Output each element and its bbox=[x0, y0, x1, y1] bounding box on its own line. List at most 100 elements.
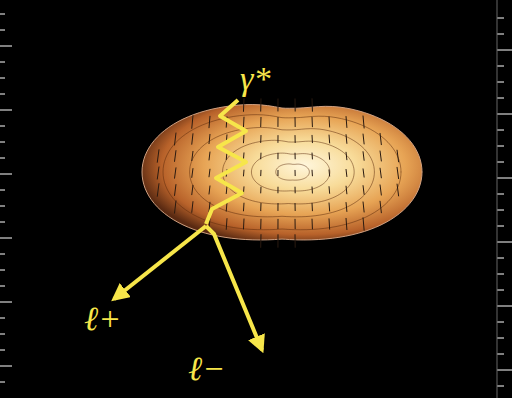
flow-vector bbox=[295, 203, 296, 211]
flow-vector bbox=[209, 134, 210, 144]
contour-line bbox=[163, 115, 401, 230]
tick-mark bbox=[497, 82, 504, 83]
flow-vector bbox=[243, 170, 245, 177]
flow-vector bbox=[380, 151, 381, 162]
flow-vector bbox=[397, 167, 399, 179]
flow-vector bbox=[346, 186, 348, 194]
virtual-photon bbox=[206, 100, 246, 224]
lepton-label: ℓ+ bbox=[84, 302, 121, 336]
tick-mark bbox=[497, 210, 504, 211]
flow-vector bbox=[174, 133, 176, 146]
tick-mark bbox=[497, 18, 504, 19]
tick-mark bbox=[0, 366, 12, 367]
flow-vector bbox=[329, 186, 331, 194]
lepton-arrow bbox=[206, 226, 262, 350]
tick-mark bbox=[0, 78, 5, 79]
flow-vector bbox=[346, 218, 348, 230]
tick-mark bbox=[497, 258, 504, 259]
flow-vector bbox=[380, 133, 381, 145]
tick-mark bbox=[497, 130, 504, 131]
fireball-body bbox=[142, 105, 422, 240]
tick-mark bbox=[497, 226, 504, 227]
flow-vector bbox=[277, 187, 278, 194]
flow-vector bbox=[312, 219, 313, 230]
tick-mark bbox=[0, 62, 5, 63]
flow-vector bbox=[329, 169, 331, 176]
flow-vector bbox=[260, 203, 261, 211]
flow-vector bbox=[312, 135, 313, 143]
tick-mark bbox=[497, 354, 504, 355]
tick-mark bbox=[497, 306, 512, 307]
flow-vector bbox=[363, 116, 364, 129]
flow-vector bbox=[312, 187, 313, 194]
flow-vector bbox=[209, 116, 210, 128]
flow-vector bbox=[363, 217, 364, 230]
flow-vector bbox=[209, 186, 210, 195]
flow-vector bbox=[277, 219, 278, 229]
flow-vector bbox=[363, 151, 364, 160]
flow-vector bbox=[192, 185, 193, 195]
tick-mark bbox=[0, 238, 12, 239]
flow-vector bbox=[209, 169, 210, 177]
flow-vector bbox=[346, 116, 348, 128]
tick-mark bbox=[0, 270, 5, 271]
lepton-arrow bbox=[114, 226, 206, 299]
tick-mark bbox=[497, 338, 504, 339]
tick-mark bbox=[0, 46, 12, 47]
tick-mark bbox=[0, 174, 12, 175]
flow-vector bbox=[397, 184, 399, 197]
tick-mark bbox=[0, 382, 5, 383]
flow-vector bbox=[260, 219, 261, 229]
flow-vector bbox=[260, 187, 261, 194]
tick-mark bbox=[0, 318, 5, 319]
flow-vector bbox=[329, 117, 331, 128]
tick-mark bbox=[0, 334, 5, 335]
flow-vector bbox=[157, 149, 159, 162]
flow-vector bbox=[209, 152, 210, 161]
tick-mark bbox=[497, 370, 512, 371]
tick-mark bbox=[497, 114, 512, 115]
flow-vector bbox=[157, 167, 159, 180]
flow-vector bbox=[260, 117, 261, 127]
flow-vector bbox=[295, 234, 296, 247]
fireball bbox=[142, 105, 422, 240]
flow-vector bbox=[277, 203, 278, 211]
tick-mark bbox=[497, 274, 504, 275]
flow-vector bbox=[312, 170, 313, 176]
tick-mark bbox=[0, 350, 5, 351]
flow-vector bbox=[346, 169, 348, 177]
flow-vector bbox=[346, 134, 348, 144]
flow-vector bbox=[329, 135, 331, 144]
flow-vector bbox=[277, 153, 278, 159]
flow-vector bbox=[157, 183, 159, 196]
flow-vector bbox=[277, 117, 278, 127]
flow-vector bbox=[295, 98, 296, 111]
flow-vector bbox=[243, 135, 245, 143]
tick-mark bbox=[0, 14, 5, 15]
flow-vector bbox=[277, 170, 278, 176]
tick-mark bbox=[497, 146, 504, 147]
flow-vector bbox=[277, 99, 278, 112]
flow-vector bbox=[243, 98, 245, 112]
flow-arrows bbox=[157, 98, 398, 248]
flow-vector bbox=[295, 135, 296, 143]
dilepton-sketch bbox=[114, 100, 262, 350]
tick-mark bbox=[0, 206, 5, 207]
tick-mark bbox=[0, 158, 5, 159]
tick-mark bbox=[497, 194, 504, 195]
tick-mark bbox=[497, 34, 504, 35]
flow-vector bbox=[243, 203, 245, 212]
flow-vector bbox=[295, 117, 296, 127]
flow-vector bbox=[397, 150, 399, 162]
photon-label: γ* bbox=[240, 62, 270, 96]
tick-mark bbox=[497, 322, 504, 323]
flow-vector bbox=[312, 98, 313, 111]
flow-vector bbox=[260, 170, 261, 176]
contour-line bbox=[251, 153, 329, 191]
flow-vector bbox=[380, 185, 381, 196]
flow-vector bbox=[174, 150, 176, 162]
flow-vector bbox=[243, 219, 245, 230]
flow-vector bbox=[312, 117, 313, 127]
